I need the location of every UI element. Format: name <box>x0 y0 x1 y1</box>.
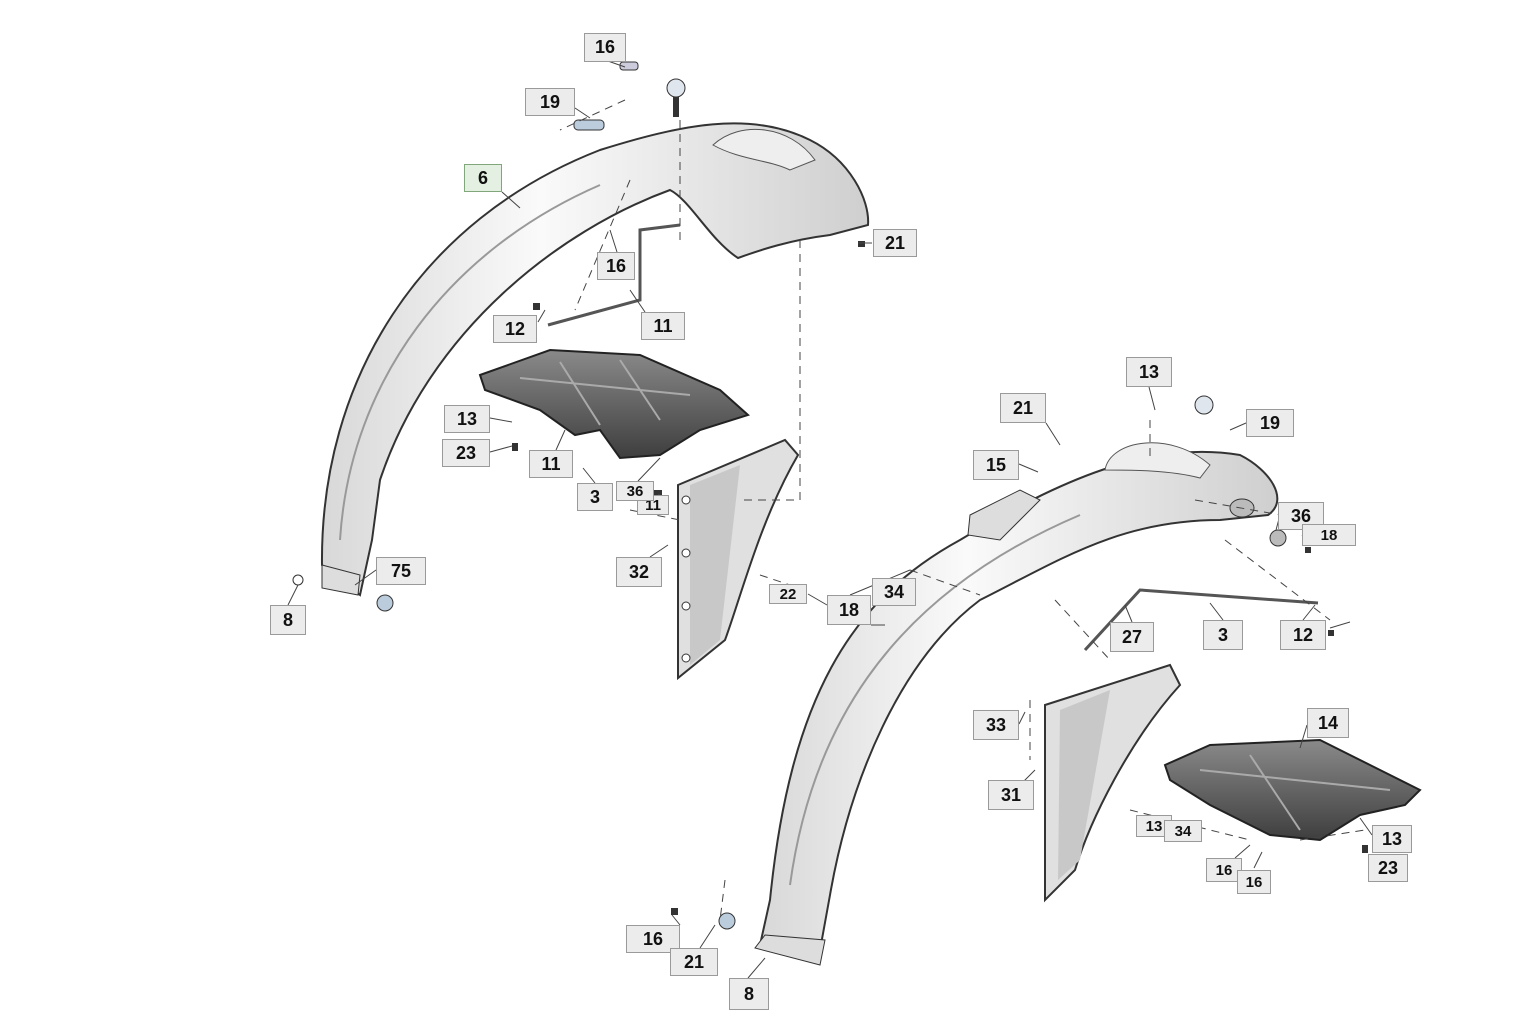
right-bracket <box>1083 588 1319 652</box>
callout-11[interactable]: 11 <box>529 450 573 478</box>
callout-13[interactable]: 13 <box>1136 815 1172 837</box>
right-fender <box>754 442 1279 966</box>
callout-16[interactable]: 16 <box>1237 870 1271 894</box>
callout-19[interactable]: 19 <box>1246 409 1294 437</box>
callout-34[interactable]: 34 <box>1164 820 1202 842</box>
callout-32[interactable]: 32 <box>616 557 662 587</box>
callout-13[interactable]: 13 <box>1372 825 1412 853</box>
callout-12[interactable]: 12 <box>493 315 537 343</box>
left-splash-guard <box>478 348 750 460</box>
callout-8[interactable]: 8 <box>729 978 769 1010</box>
callout-13[interactable]: 13 <box>444 405 490 433</box>
callout-3[interactable]: 3 <box>1203 620 1243 650</box>
hardware <box>292 61 1368 930</box>
callout-6-highlighted[interactable]: 6 <box>464 164 502 192</box>
callout-75[interactable]: 75 <box>376 557 426 585</box>
right-mud-flap <box>1044 663 1182 903</box>
callout-11[interactable]: 11 <box>641 312 685 340</box>
callout-21[interactable]: 21 <box>670 948 718 976</box>
left-bracket <box>547 223 681 327</box>
callout-12[interactable]: 12 <box>1280 620 1326 650</box>
callout-36[interactable]: 36 <box>616 481 654 501</box>
callout-15[interactable]: 15 <box>973 450 1019 480</box>
callout-8[interactable]: 8 <box>270 605 306 635</box>
left-mud-flap <box>677 438 800 681</box>
callout-31[interactable]: 31 <box>988 780 1034 810</box>
callout-16[interactable]: 16 <box>584 33 626 62</box>
callout-27[interactable]: 27 <box>1110 622 1154 652</box>
callout-18[interactable]: 18 <box>1302 524 1356 546</box>
callout-19[interactable]: 19 <box>525 88 575 116</box>
callout-21[interactable]: 21 <box>873 229 917 257</box>
callout-16[interactable]: 16 <box>597 252 635 280</box>
callout-23[interactable]: 23 <box>442 439 490 467</box>
callout-23[interactable]: 23 <box>1368 854 1408 882</box>
callout-13[interactable]: 13 <box>1126 357 1172 387</box>
callout-3[interactable]: 3 <box>577 483 613 511</box>
callout-14[interactable]: 14 <box>1307 708 1349 738</box>
callout-34[interactable]: 34 <box>872 578 916 606</box>
left-fender <box>320 122 870 597</box>
callout-18[interactable]: 18 <box>827 595 871 625</box>
callout-22[interactable]: 22 <box>769 584 807 604</box>
leader-lines <box>287 59 1373 979</box>
callout-33[interactable]: 33 <box>973 710 1019 740</box>
callout-21[interactable]: 21 <box>1000 393 1046 423</box>
